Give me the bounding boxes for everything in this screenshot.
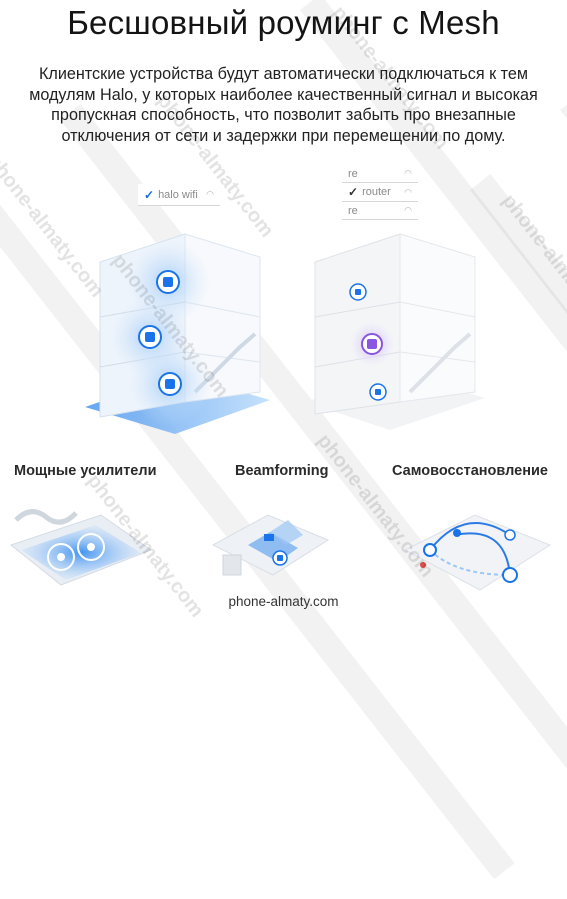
halo-node-top	[156, 270, 180, 294]
network-item-re: re ◠	[342, 165, 418, 183]
network-list: re ◠ ✓ router ◠ re ◠	[342, 165, 418, 220]
wifi-icon: ◠	[206, 189, 214, 199]
watermark-text: phone-almaty.com	[497, 190, 567, 342]
network-item-router: ✓ router ◠	[342, 183, 418, 202]
router-node	[361, 333, 383, 355]
amplifiers-illustration	[9, 509, 153, 586]
network-item-label: re	[348, 167, 358, 180]
page-description: Клиентские устройства будут автоматическ…	[29, 65, 538, 145]
halo-node-top	[349, 283, 367, 301]
halo-node-middle	[138, 325, 162, 349]
page-title: Бесшовный роуминг с Mesh	[67, 4, 500, 41]
left-house-illustration	[85, 233, 270, 434]
wifi-icon: ◠	[404, 205, 412, 215]
right-house-illustration	[305, 233, 485, 430]
feature-title-beamforming: Beamforming	[235, 463, 329, 479]
halo-node-bottom	[158, 372, 182, 396]
check-icon: ✓	[348, 185, 359, 199]
network-name: halo wifi	[158, 188, 198, 201]
network-tag-halo: ✓ halo wifi ◠	[138, 184, 220, 206]
feature-title-amplifiers: Мощные усилители	[14, 463, 157, 479]
self-healing-illustration	[403, 514, 552, 591]
network-item-label: router	[362, 186, 391, 198]
halo-node-bottom	[369, 383, 387, 401]
footer-site-label: phone-almaty.com	[228, 594, 339, 609]
feature-title-self-healing: Самовосстановление	[392, 463, 548, 479]
wifi-icon: ◠	[404, 186, 412, 197]
network-item-re: re ◠	[342, 202, 418, 220]
check-icon: ✓	[144, 187, 155, 202]
watermark-stripe	[560, 93, 567, 820]
beamforming-illustration	[211, 514, 330, 576]
wifi-icon: ◠	[404, 168, 412, 178]
network-item-label: re	[348, 204, 358, 217]
